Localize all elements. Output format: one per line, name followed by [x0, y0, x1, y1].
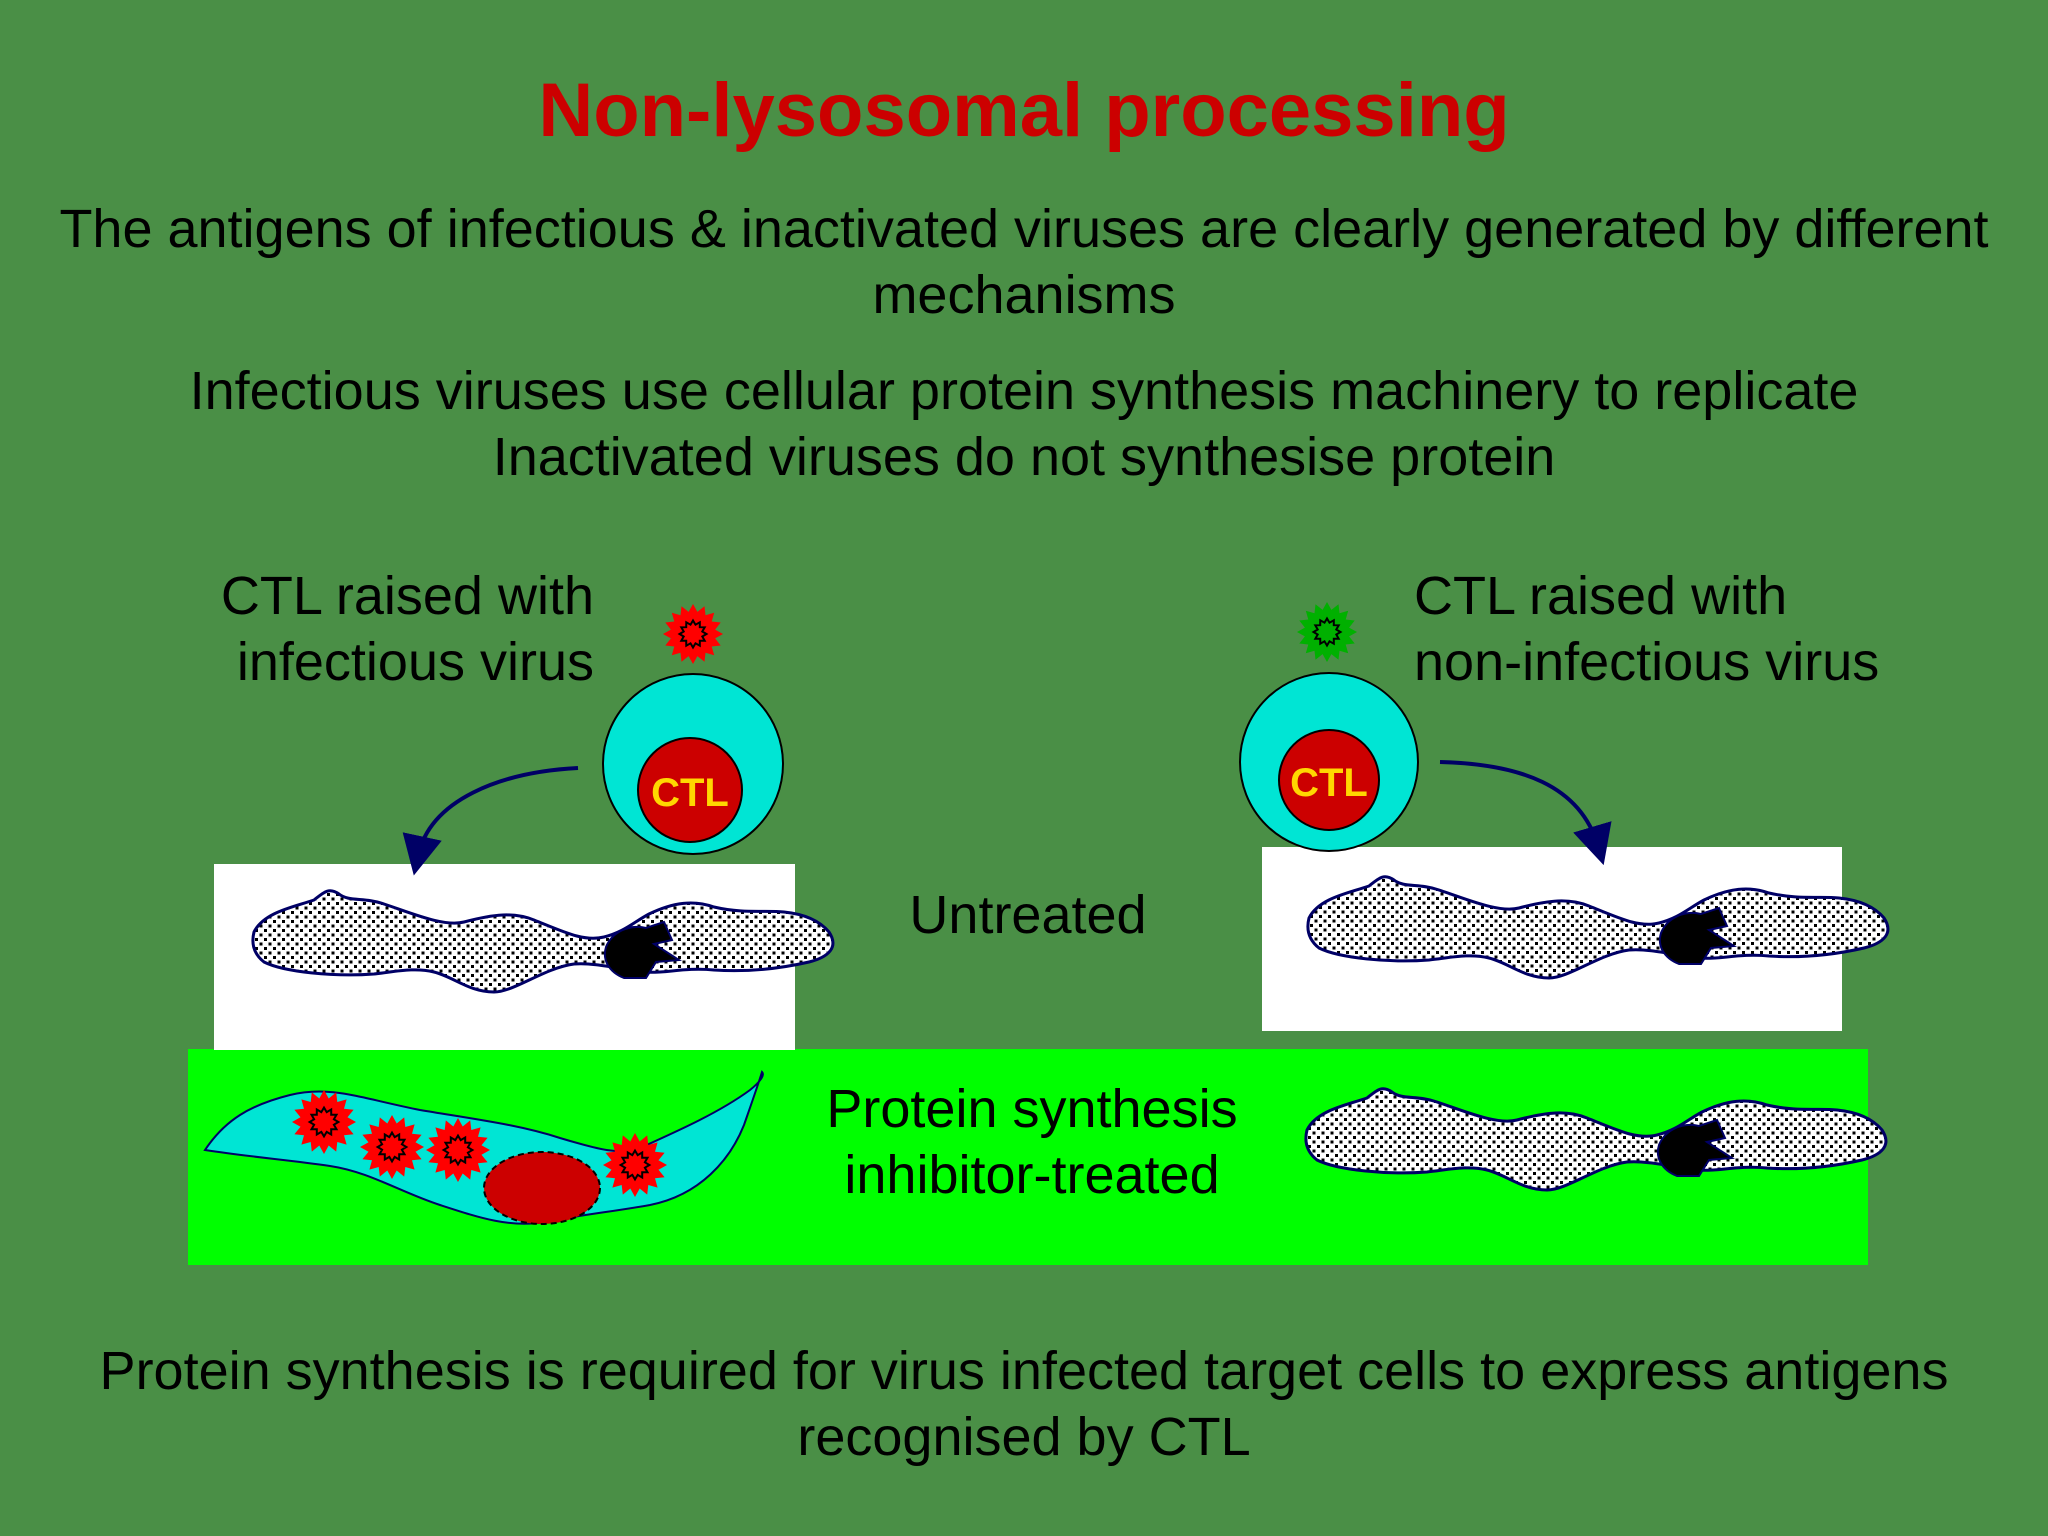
intracellular-virus-core [618, 1148, 652, 1182]
infected-target-cell [203, 1070, 764, 1225]
ctl-cell-label: CTL [1290, 761, 1368, 805]
ctl-cell-left: CTL [602, 673, 784, 855]
intracellular-virus [426, 1118, 490, 1182]
ctl-infectious-label: CTL raised with infectious virus [220, 566, 594, 693]
slide-title: Non-lysosomal processing [538, 68, 1510, 153]
intracellular-virus [603, 1133, 667, 1197]
intracellular-virus [292, 1090, 356, 1154]
intro-statement: The antigens of infectious & inactivated… [59, 199, 1989, 326]
infectious-virus-particle-core [677, 618, 709, 650]
intracellular-virus [360, 1115, 424, 1179]
untreated-label: Untreated [909, 885, 1147, 945]
intracellular-virus-core [375, 1130, 409, 1164]
ctl-cell-label: CTL [651, 771, 729, 815]
infectious-virus-icon [663, 604, 723, 664]
ctl-non-infectious-label: CTL raised with non-infectious virus [1414, 566, 1880, 693]
arrow-right [1439, 760, 1612, 866]
arrow-left [402, 766, 579, 876]
conclusion-statement: Protein synthesis is required for virus … [99, 1341, 1949, 1468]
intracellular-virus-core [307, 1105, 341, 1139]
non-infectious-virus-particle [1297, 602, 1357, 662]
inhibitor-treated-label: Protein synthesis inhibitor-treated [826, 1079, 1238, 1206]
infectious-virus-particle [663, 604, 723, 664]
intracellular-virus-core [441, 1133, 475, 1167]
non-infectious-virus-particle-core [1311, 616, 1343, 648]
non-infectious-virus-icon [1297, 602, 1357, 662]
nucleus [483, 1151, 601, 1225]
ctl-cell-right: CTL [1239, 672, 1419, 852]
replication-statement: Infectious viruses use cellular protein … [189, 361, 1859, 488]
